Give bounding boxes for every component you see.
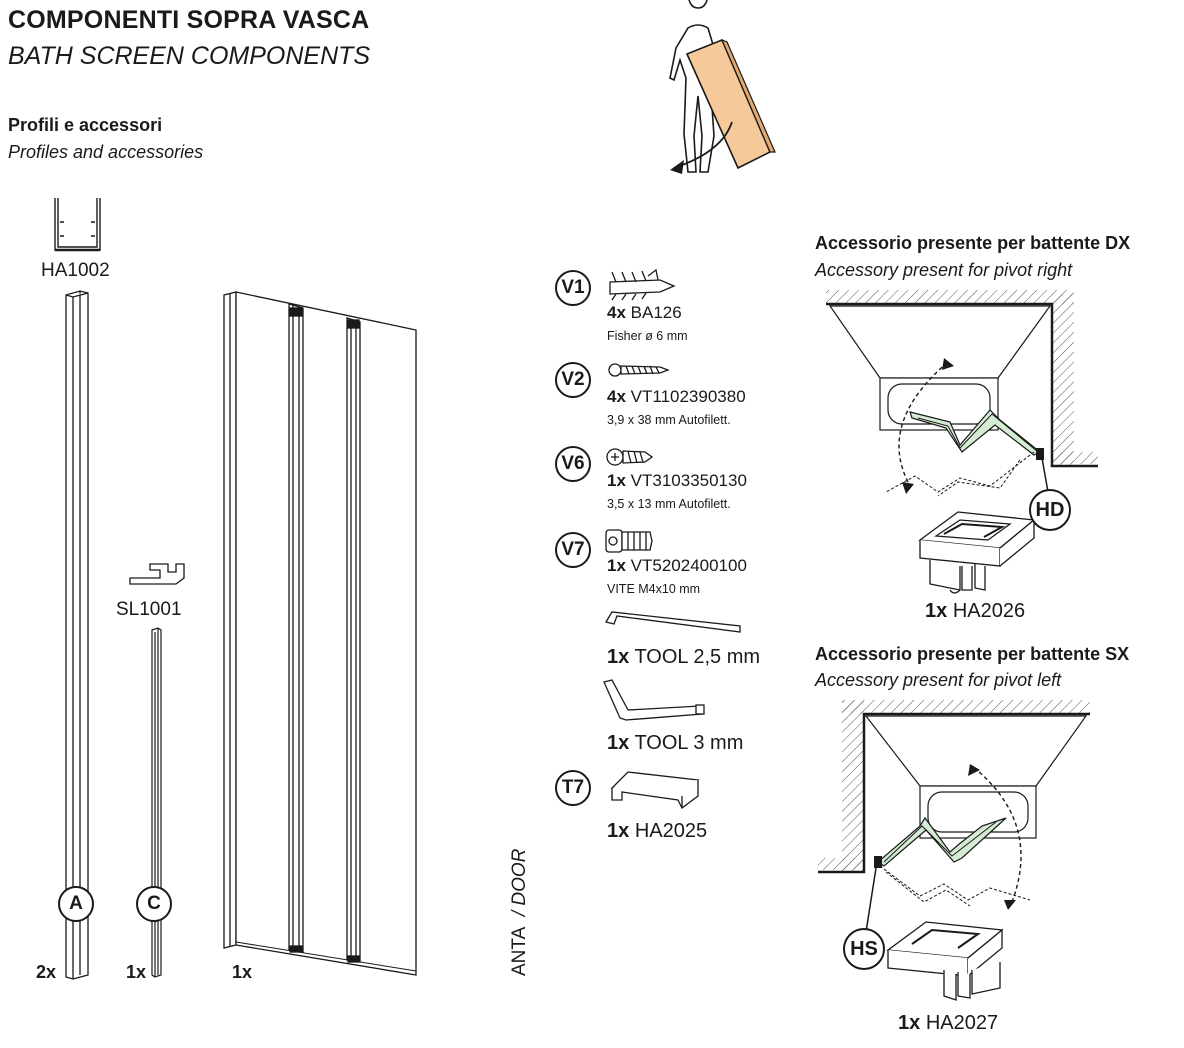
v2-line: 4x VT1102390380	[607, 387, 746, 406]
v7-line: 1x VT5202400100	[607, 556, 747, 575]
section-subtitle: Profiles and accessories	[8, 142, 204, 162]
v7-marker: V7	[555, 532, 591, 568]
v1-desc: Fisher ø 6 mm	[607, 329, 688, 343]
profile-a-marker: A	[58, 886, 94, 922]
profile-c-bar	[151, 627, 162, 978]
sl1001-section-icon	[129, 563, 185, 585]
long-screw-icon	[608, 363, 670, 377]
page-subtitle: BATH SCREEN COMPONENTS	[8, 42, 371, 70]
plan-pivot-right	[826, 290, 1098, 497]
tool-large-line: 1x TOOL 3 mm	[607, 732, 744, 754]
end-cap-icon	[610, 771, 700, 809]
t7-marker: T7	[555, 770, 591, 806]
door-label: ANTA / DOOR	[509, 848, 530, 976]
v6-marker: V6	[555, 446, 591, 482]
acc-left-code: 1x HA2027	[898, 1012, 999, 1034]
profile-c-code: SL1001	[116, 599, 182, 620]
v6-line: 1x VT3103350130	[607, 471, 747, 490]
v1-marker: V1	[555, 270, 591, 306]
page-title: COMPONENTI SOPRA VASCA	[8, 6, 370, 34]
bolt-icon	[605, 529, 653, 553]
acc-right-code: 1x HA2026	[925, 600, 1026, 622]
acc-right-title: Accessorio presente per battente DX	[815, 233, 1131, 253]
tool-small-line: 1x TOOL 2,5 mm	[607, 646, 761, 668]
plan-pivot-left	[818, 700, 1090, 933]
ha2026-bracket-icon	[918, 511, 1036, 594]
acc-left-subtitle: Accessory present for pivot left	[815, 670, 1062, 690]
ha1002-section-icon	[54, 198, 101, 252]
allen-key-small-icon	[604, 611, 741, 633]
v2-marker: V2	[555, 362, 591, 398]
hs-marker: HS	[843, 928, 885, 970]
section-title: Profili e accessori	[8, 115, 163, 135]
profile-c-qty: 1x	[126, 962, 147, 982]
t7-line: 1x HA2025	[607, 820, 708, 842]
short-screw-icon	[606, 448, 654, 466]
hd-marker: HD	[1029, 489, 1071, 531]
fisher-plug-icon	[609, 268, 676, 301]
v2-desc: 3,9 x 38 mm Autofilett.	[607, 413, 731, 427]
profile-a-code: HA1002	[41, 260, 110, 281]
door-qty: 1x	[232, 962, 253, 982]
acc-right-subtitle: Accessory present for pivot right	[815, 260, 1073, 280]
acc-left-title: Accessorio presente per battente SX	[815, 644, 1130, 664]
profile-c-marker: C	[136, 886, 172, 922]
v7-desc: VITE M4x10 mm	[607, 582, 701, 596]
allen-key-large-icon	[603, 679, 705, 721]
profile-a-bar	[65, 290, 89, 980]
door-panel	[223, 291, 417, 976]
v6-desc: 3,5 x 13 mm Autofilett.	[607, 497, 731, 511]
person-carrying-panel-icon	[669, 0, 776, 174]
v1-line: 4x BA126	[607, 303, 682, 322]
profile-a-qty: 2x	[36, 962, 57, 982]
ha2027-bracket-icon	[886, 921, 1004, 1001]
